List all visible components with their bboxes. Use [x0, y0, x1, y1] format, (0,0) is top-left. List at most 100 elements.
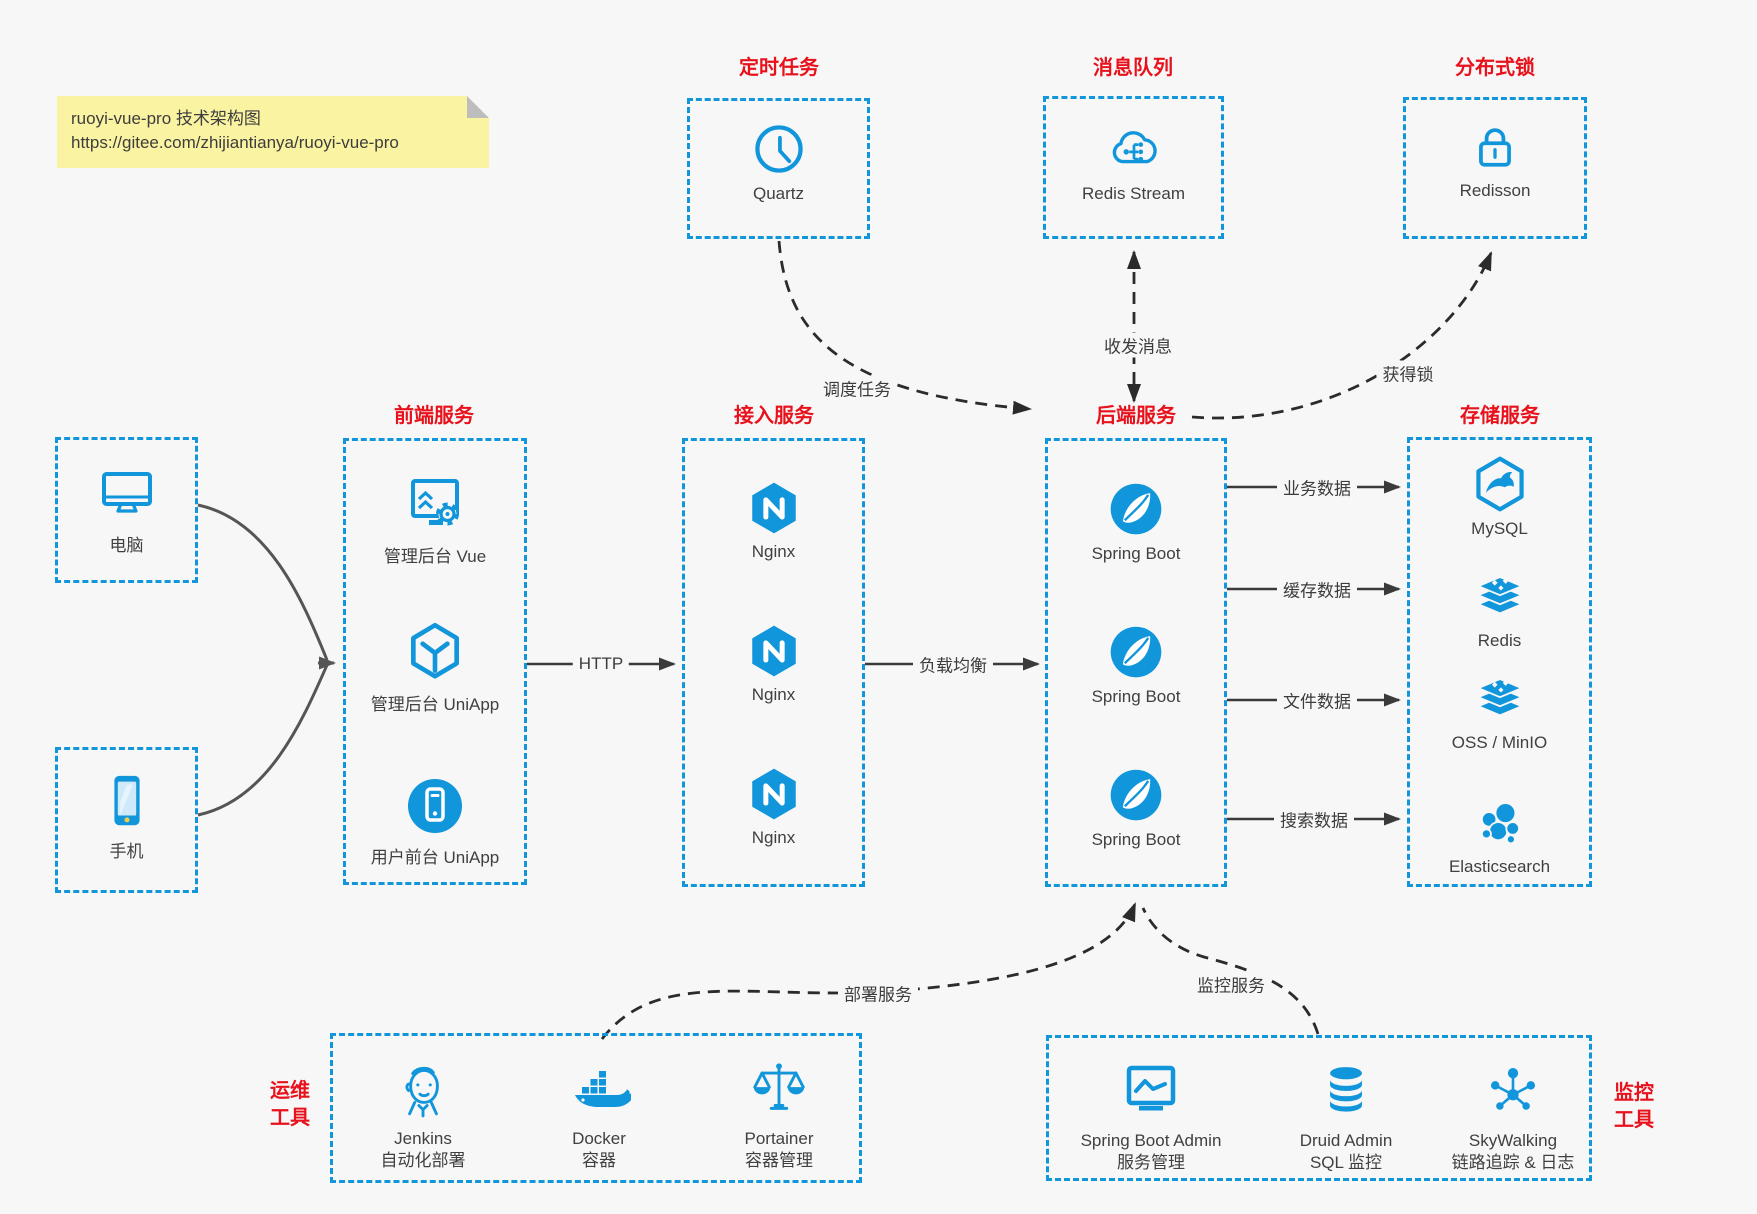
node-label: Nginx [751, 542, 796, 561]
group-title-frontend: 前端服务 [394, 405, 474, 427]
redis-icon [1475, 576, 1524, 615]
skywalking-icon [1490, 1068, 1536, 1110]
group-title-scheduled-jobs: 定时任务 [739, 57, 819, 79]
node-spring-boot-3: Spring Boot [1048, 765, 1224, 850]
node-user-uniapp: 用户前台 UniApp [346, 774, 524, 868]
node-label: Nginx [751, 828, 796, 847]
group-title-storage: 存储服务 [1460, 405, 1540, 427]
spring-boot-icon [1110, 626, 1162, 678]
node-label: Quartz [752, 184, 805, 203]
tool-desc: 服务管理 [1117, 1153, 1185, 1172]
tool-desc: 容器 [582, 1151, 616, 1170]
tool-name: SkyWalking [1468, 1131, 1558, 1150]
node-label: Spring Boot [1091, 830, 1181, 849]
nginx-icon [751, 625, 796, 677]
edge-label-monitor-service: 监控服务 [1191, 971, 1271, 997]
tool-name: Portainer [744, 1129, 814, 1148]
client-box-pc: 电脑 [55, 437, 198, 583]
mysql-icon [1475, 456, 1524, 512]
group-title-backend: 后端服务 [1096, 405, 1176, 427]
client-label: 手机 [109, 842, 144, 861]
node-phone: 手机 [58, 770, 195, 862]
node-label: Spring Boot [1091, 687, 1181, 706]
user-app-icon [408, 779, 462, 833]
edge-label-cache-data: 缓存数据 [1277, 576, 1357, 602]
monitor-title-line2: 工具 [1614, 1109, 1654, 1131]
edge-label-acquire-lock: 获得锁 [1376, 360, 1440, 386]
elasticsearch-icon [1480, 802, 1520, 845]
tool-name: Jenkins [394, 1129, 452, 1148]
node-label: Redis Stream [1082, 184, 1185, 203]
edge-label-schedule-task: 调度任务 [817, 375, 897, 401]
node-quartz: Quartz [690, 119, 867, 204]
druid-icon [1330, 1067, 1362, 1112]
node-label: Redis [1477, 631, 1522, 650]
oss-minio-icon [1475, 678, 1524, 717]
client-label: 电脑 [109, 536, 144, 555]
spring-boot-icon [1110, 769, 1162, 821]
node-redis: Redis [1410, 568, 1589, 651]
nginx-icon [751, 768, 796, 820]
node-redis-stream: Redis Stream [1046, 117, 1221, 204]
desktop-icon [101, 472, 152, 513]
tool-desc: 链路追踪 & 日志 [1451, 1153, 1575, 1172]
node-spring-boot-admin: Spring Boot Admin 服务管理 [1065, 1052, 1237, 1174]
note-title: ruoyi-vue-pro 技术架构图 [71, 109, 261, 128]
admin-vue-icon [411, 479, 459, 526]
node-jenkins: Jenkins 自动化部署 [337, 1050, 509, 1172]
edge-label-send-receive-message: 收发消息 [1098, 332, 1178, 358]
edge-acquire-lock [1191, 251, 1493, 420]
note-url: https://gitee.com/zhijiantianya/ruoyi-vu… [71, 133, 399, 152]
node-label: 管理后台 UniApp [370, 695, 500, 714]
node-portainer: Portainer 容器管理 [693, 1050, 865, 1172]
tool-name: Spring Boot Admin [1080, 1131, 1222, 1150]
group-box-backend: Spring Boot Spring Boot Spring Boot [1045, 438, 1227, 887]
edge-label-file-data: 文件数据 [1277, 687, 1357, 713]
node-druid-admin: Druid Admin SQL 监控 [1260, 1052, 1432, 1174]
lock-icon [1479, 128, 1511, 167]
sticky-note: ruoyi-vue-pro 技术架构图 https://gitee.com/zh… [57, 96, 489, 168]
phone-icon [113, 775, 140, 826]
edge-deploy-service [600, 902, 1137, 1040]
node-label: OSS / MinIO [1451, 733, 1548, 752]
cloud-stream-icon [1112, 131, 1157, 164]
group-box-monitor-tools: Spring Boot Admin 服务管理 Druid Admin SQL 监… [1046, 1035, 1592, 1181]
node-pc: 电脑 [58, 462, 195, 556]
node-mysql: MySQL [1410, 454, 1589, 539]
tool-desc: SQL 监控 [1309, 1153, 1383, 1172]
node-spring-boot-2: Spring Boot [1048, 622, 1224, 707]
node-nginx-2: Nginx [685, 622, 862, 705]
group-title-distributed-lock: 分布式锁 [1455, 57, 1535, 79]
node-label: Redisson [1459, 181, 1531, 200]
uniapp-cube-icon [411, 622, 459, 679]
tool-name: Druid Admin [1299, 1131, 1393, 1150]
clock-icon [754, 125, 803, 173]
spring-boot-admin-icon [1126, 1065, 1176, 1111]
node-label: 管理后台 Vue [383, 547, 487, 566]
ops-title-line1: 运维 [270, 1080, 310, 1102]
node-skywalking: SkyWalking 链路追踪 & 日志 [1427, 1052, 1599, 1174]
group-box-distributed-lock: Redisson [1403, 97, 1587, 239]
group-title-ops-tools: 运维 工具 [270, 1078, 310, 1132]
tool-desc: 自动化部署 [380, 1151, 466, 1170]
group-box-storage: MySQL Redis [1407, 437, 1592, 887]
node-nginx-1: Nginx [685, 479, 862, 562]
node-label: Elasticsearch [1448, 857, 1551, 876]
docker-icon [575, 1071, 631, 1107]
portainer-icon [753, 1063, 805, 1110]
spring-boot-icon [1110, 483, 1162, 535]
edge-schedule-task [777, 240, 1032, 415]
tool-desc: 容器管理 [745, 1151, 813, 1170]
edge-label-load-balance: 负载均衡 [913, 651, 993, 677]
node-elasticsearch: Elasticsearch [1410, 794, 1589, 877]
edge-label-deploy-service: 部署服务 [838, 980, 918, 1006]
tool-name: Docker [572, 1129, 626, 1148]
edge-pc-to-frontend [197, 503, 329, 661]
edge-label-business-data: 业务数据 [1277, 474, 1357, 500]
edge-label-search-data: 搜索数据 [1274, 806, 1354, 832]
monitor-title-line1: 监控 [1614, 1082, 1654, 1104]
group-box-gateway: Nginx Nginx Nginx [682, 438, 865, 887]
node-label: 用户前台 UniApp [370, 848, 500, 867]
node-label: MySQL [1471, 519, 1528, 538]
